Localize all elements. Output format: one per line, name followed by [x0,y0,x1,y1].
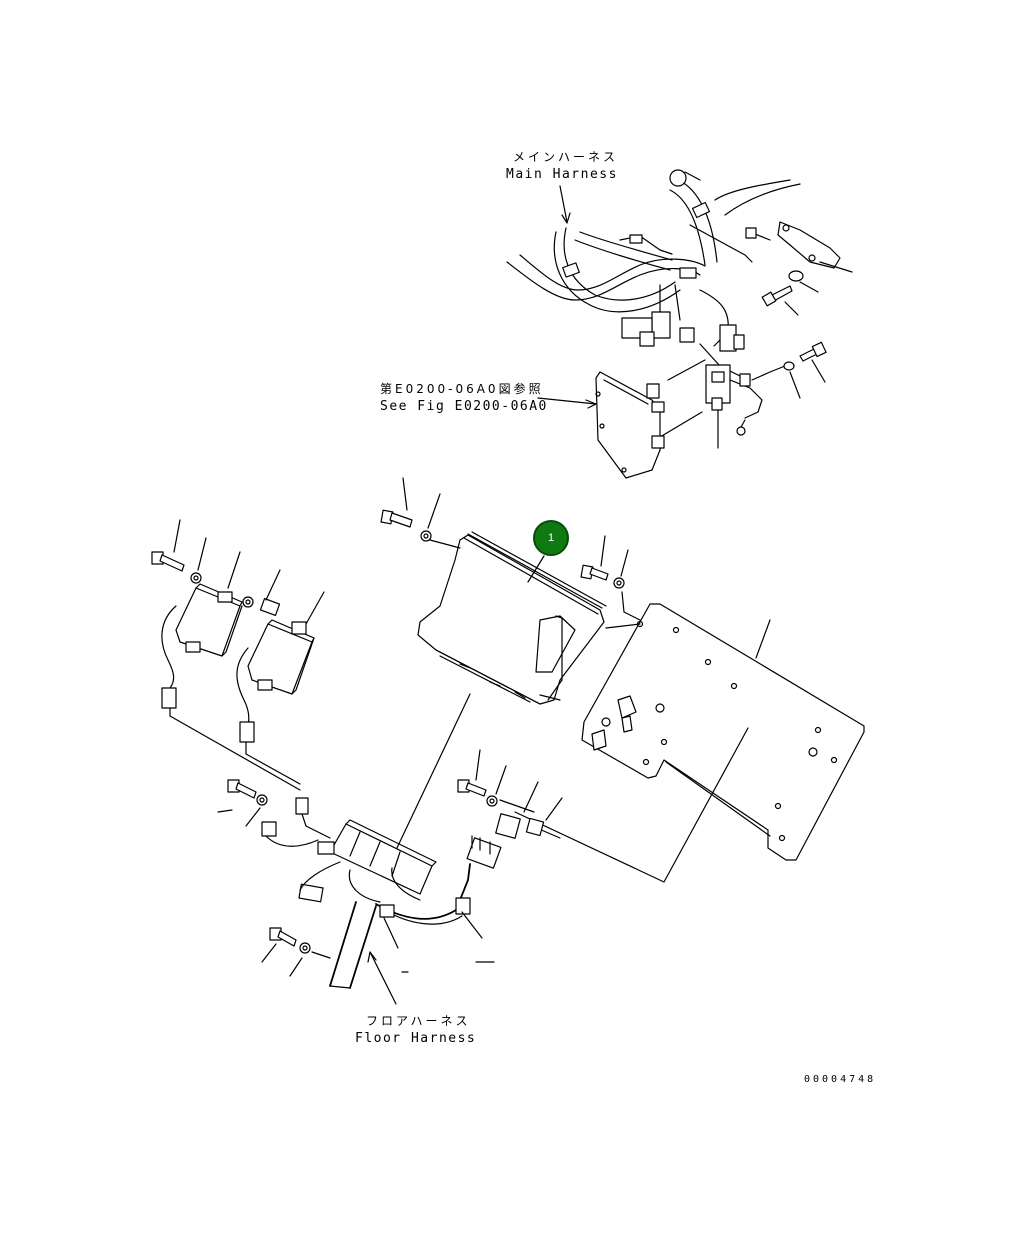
main-harness-assembly [506,169,853,352]
bolt-icon [580,564,609,581]
mount-plate [581,603,865,861]
bolt-icon [151,551,185,572]
bolt-icon [761,285,793,307]
connector-icon [495,813,545,839]
bolt-icon [269,927,297,947]
floor-harness-label-jp: フロアハーネス [366,1014,471,1028]
washer-icon [242,596,254,608]
bolt-icon [227,779,257,799]
bolt-icon [457,779,487,797]
connector-icon [298,819,437,903]
washer-icon [299,942,311,954]
relay-icon [161,583,243,689]
washer-icon [190,572,202,584]
part-callout-number: 1 [547,532,555,544]
washer-icon [486,795,498,807]
main-harness-label-jp: メインハーネス [513,150,619,164]
figure-number: 00004748 [804,1074,877,1085]
floor-harness-label-en: Floor Harness [355,1031,477,1046]
washer-icon [613,577,625,589]
washer-icon [256,794,268,806]
bolt-icon [380,509,413,528]
relay-sub-assembly [659,339,827,449]
part-callout-1[interactable]: 1 [533,520,569,556]
relay-icon [236,619,315,731]
controller-icon [417,531,607,705]
bracket-plate [537,371,665,479]
connector-icon [466,835,502,869]
washer-icon [420,530,432,542]
main-harness-label-en: Main Harness [506,167,618,182]
see-fig-label-jp: 第E0200-06A0図参照 [380,382,544,396]
see-fig-label-en: See Fig E0200-06A0 [380,399,548,414]
bolt-icon [799,341,827,362]
